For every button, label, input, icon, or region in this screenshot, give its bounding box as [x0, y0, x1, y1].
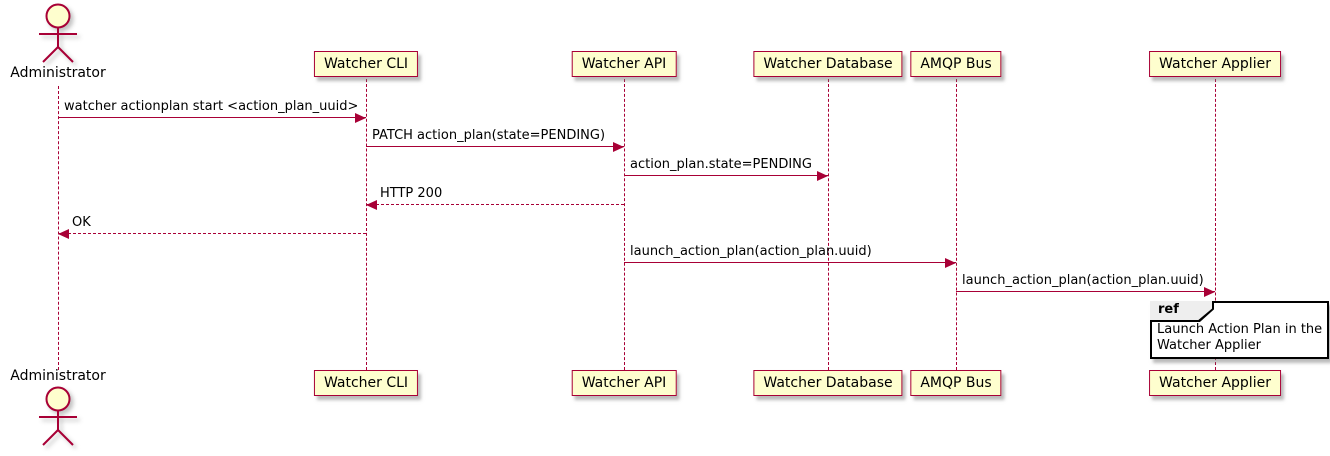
actor-icon: [39, 386, 77, 446]
message-arrowhead-icon: [945, 258, 956, 268]
lifeline-amqp: [956, 79, 957, 370]
message-arrow-line: [58, 233, 366, 234]
message-label: HTTP 200: [380, 186, 443, 201]
message-arrow-line: [366, 146, 624, 147]
message-label: action_plan.state=PENDING: [630, 157, 812, 172]
message-arrow-line: [58, 117, 366, 118]
message-arrow-line: [956, 291, 1215, 292]
actor-label-bottom: Administrator: [10, 368, 106, 384]
message-label: PATCH action_plan(state=PENDING): [372, 128, 606, 143]
participant-box-amqp: AMQP Bus: [910, 370, 1002, 396]
participant-box-cli: Watcher CLI: [313, 51, 419, 77]
participant-box-db: Watcher Database: [753, 370, 903, 396]
message-arrowhead-icon: [613, 142, 624, 152]
participant-box-applier: Watcher Applier: [1149, 370, 1281, 396]
message-arrow-line: [624, 175, 828, 176]
participant-box-api: Watcher API: [571, 370, 677, 396]
participant-box-cli: Watcher CLI: [313, 370, 419, 396]
message-arrowhead-icon: [817, 171, 828, 181]
participant-box-applier: Watcher Applier: [1149, 51, 1281, 77]
message-arrowhead-icon: [58, 229, 69, 239]
participant-box-db: Watcher Database: [753, 51, 903, 77]
ref-keyword: ref: [1158, 302, 1179, 317]
actor-icon: [39, 3, 77, 63]
message-arrow-line: [366, 204, 624, 205]
lifeline-api: [624, 79, 625, 370]
message-label: watcher actionplan start <action_plan_uu…: [64, 99, 359, 114]
lifeline-admin: [58, 86, 59, 370]
message-arrowhead-icon: [355, 113, 366, 123]
lifeline-db: [828, 79, 829, 370]
ref-text-line: Watcher Applier: [1157, 338, 1261, 353]
message-label: launch_action_plan(action_plan.uuid): [630, 244, 872, 259]
message-arrow-line: [624, 262, 956, 263]
lifeline-cli: [366, 79, 367, 370]
ref-fragment: ref Launch Action Plan in the Watcher Ap…: [1150, 301, 1329, 359]
ref-text-line: Launch Action Plan in the: [1157, 322, 1323, 337]
lifeline-applier: [1215, 79, 1216, 370]
message-label: launch_action_plan(action_plan.uuid): [962, 273, 1204, 288]
participant-box-api: Watcher API: [571, 51, 677, 77]
message-arrowhead-icon: [366, 200, 377, 210]
message-label: OK: [72, 215, 91, 230]
actor-label-top: Administrator: [10, 65, 106, 81]
ref-tab: ref: [1150, 301, 1214, 322]
message-arrowhead-icon: [1204, 287, 1215, 297]
ref-body: Launch Action Plan in the Watcher Applie…: [1152, 320, 1327, 356]
participant-box-amqp: AMQP Bus: [910, 51, 1002, 77]
